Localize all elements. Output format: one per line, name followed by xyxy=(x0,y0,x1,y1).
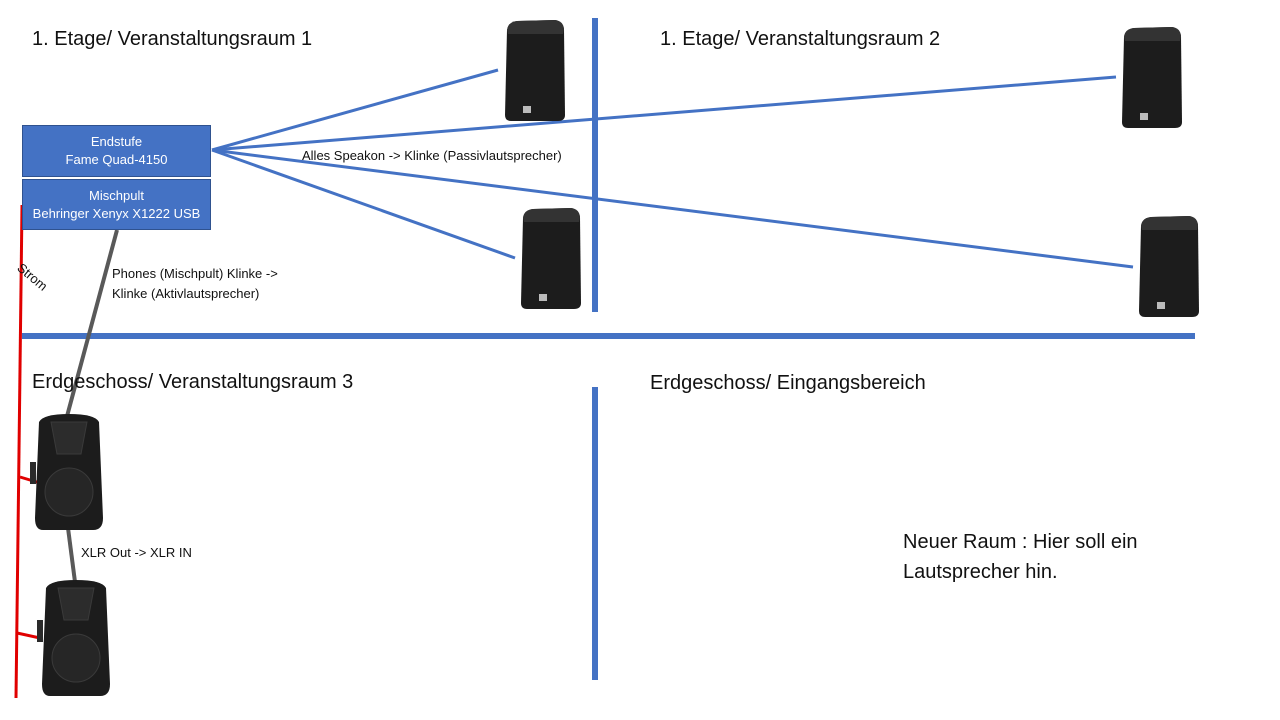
cable-speaker-2 xyxy=(211,75,1117,152)
amplifier-model: Fame Quad-4150 xyxy=(65,152,168,167)
amplifier-box: Endstufe Fame Quad-4150 xyxy=(22,125,211,177)
cable-phones-mixer xyxy=(64,229,119,421)
cable-speaker-1 xyxy=(211,68,499,152)
note-line-1: Neuer Raum : Hier soll ein xyxy=(903,531,1138,553)
room-title-entrance: Erdgeschoss/ Eingangsbereich xyxy=(650,372,926,394)
active-speaker-2 xyxy=(37,580,110,696)
passive-speaker-3 xyxy=(521,208,581,309)
mixer-box: Mischpult Behringer Xenyx X1222 USB xyxy=(22,179,211,230)
cable-xlr-link xyxy=(66,527,77,583)
speakon-label: Alles Speakon -> Klinke (Passivlautsprec… xyxy=(302,148,562,163)
power-branch-2 xyxy=(16,631,41,640)
mixer-type: Mischpult xyxy=(89,187,144,203)
xlr-label: XLR Out -> XLR IN xyxy=(81,545,192,560)
power-cable xyxy=(14,204,24,699)
mixer-model: Behringer Xenyx X1222 USB xyxy=(32,205,201,221)
room-title-1: 1. Etage/ Veranstaltungsraum 1 xyxy=(32,28,313,50)
passive-speaker-1 xyxy=(505,20,565,121)
new-room-note: Neuer Raum : Hier soll ein Lautsprecher … xyxy=(903,527,1203,587)
passive-speaker-4 xyxy=(1139,216,1199,317)
cable-speaker-4 xyxy=(211,148,1134,269)
amplifier-type: Endstufe xyxy=(90,134,143,149)
room-title-3: Erdgeschoss/ Veranstaltungsraum 3 xyxy=(32,371,354,393)
passive-speaker-2 xyxy=(1122,27,1182,128)
note-line-2: Lautsprecher hin. xyxy=(903,561,1058,583)
cable-speaker-3 xyxy=(211,148,516,260)
room-title-2: 1. Etage/ Veranstaltungsraum 2 xyxy=(660,28,941,50)
active-speaker-1 xyxy=(30,414,103,530)
phones-label-line1: Phones (Mischpult) Klinke -> xyxy=(112,266,278,281)
phones-label-line2: Klinke (Aktivlautsprecher) xyxy=(112,286,260,301)
